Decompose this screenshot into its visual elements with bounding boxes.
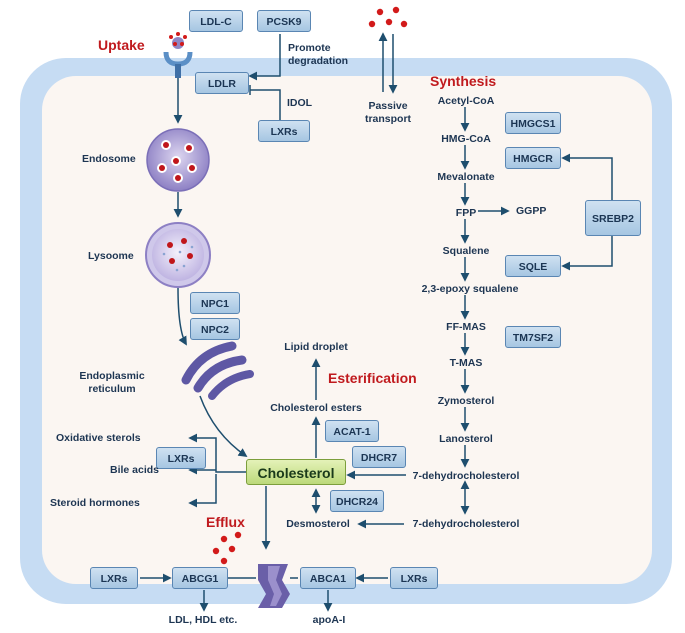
pathway-step: Squalene xyxy=(442,245,490,257)
hmgcr-box: HMGCR xyxy=(505,147,561,169)
pcsk9-box: PCSK9 xyxy=(257,10,311,32)
cholesterol-box: Cholesterol xyxy=(246,459,346,485)
lysosome-label: Lysoome xyxy=(88,250,134,262)
endosome-label: Endosome xyxy=(82,153,136,165)
lxrs-idol-box: LXRs xyxy=(258,120,310,142)
efflux-transporter-icon xyxy=(258,564,290,608)
abcg1-box: ABCG1 xyxy=(172,567,228,589)
er-label: Endoplasmic reticulum xyxy=(79,370,145,395)
npc2-box: NPC2 xyxy=(190,318,240,340)
ldl-hdl-label: LDL, HDL etc. xyxy=(168,614,238,626)
endoplasmic-reticulum-icon xyxy=(181,341,254,400)
tm7sf2-box: TM7SF2 xyxy=(505,326,561,348)
lipid-droplet-label: Lipid droplet xyxy=(284,341,348,353)
connector-lines xyxy=(140,32,613,612)
acat1-box: ACAT-1 xyxy=(325,420,379,442)
srebp2-box: SREBP2 xyxy=(585,200,641,236)
promote-degradation-label: Promote degradation xyxy=(288,42,349,67)
ldl-c-box: LDL-C xyxy=(189,10,243,32)
pathway-step: 7-dehydrocholesterol xyxy=(412,518,520,530)
dhcr24-box: DHCR24 xyxy=(330,490,384,512)
lxrs-left-box: LXRs xyxy=(156,447,206,469)
ggpp-label: GGPP xyxy=(516,205,547,217)
efflux-title: Efflux xyxy=(206,514,245,530)
synthesis-title: Synthesis xyxy=(430,73,497,89)
pathway-step: Lanosterol xyxy=(439,433,493,445)
desmosterol-label: Desmosterol xyxy=(286,518,350,530)
pathway-step: Zymosterol xyxy=(437,395,495,407)
pathway-step: Mevalonate xyxy=(437,171,495,183)
abca1-box: ABCA1 xyxy=(300,567,356,589)
pathway-step: FF-MAS xyxy=(446,321,486,333)
npc1-box: NPC1 xyxy=(190,292,240,314)
apoa1-label: apoA-I xyxy=(312,614,346,626)
cholesterol-dots-icon xyxy=(368,6,408,28)
steroid-hormones-label: Steroid hormones xyxy=(50,497,140,509)
pathway-step: 2,3-epoxy squalene xyxy=(421,283,519,295)
efflux-dots-icon xyxy=(212,531,242,565)
oxidative-sterols-label: Oxidative sterols xyxy=(56,432,141,444)
pathway-step: Acetyl-CoA xyxy=(437,95,495,107)
dhcr7-box: DHCR7 xyxy=(352,446,406,468)
lysosome-icon xyxy=(145,222,211,288)
ldlr-box: LDLR xyxy=(195,72,249,94)
sqle-box: SQLE xyxy=(505,255,561,277)
bile-acids-label: Bile acids xyxy=(110,464,160,476)
lxrs-abca1-box: LXRs xyxy=(390,567,438,589)
pathway-step: T-MAS xyxy=(449,357,483,369)
pathway-step: 7-dehydrocholesterol xyxy=(412,470,520,482)
passive-transport-label: Passive transport xyxy=(364,100,412,125)
idol-label: IDOL xyxy=(287,97,313,109)
uptake-title: Uptake xyxy=(98,37,145,53)
pathway-step: FPP xyxy=(455,207,477,219)
hmgcs1-box: HMGCS1 xyxy=(505,112,561,134)
lxrs-abcg1-box: LXRs xyxy=(90,567,138,589)
pathway-step: HMG-CoA xyxy=(441,133,491,145)
endosome-icon xyxy=(146,128,210,192)
cholesterol-esters-label: Cholesterol esters xyxy=(270,402,362,414)
esterification-title: Esterification xyxy=(328,370,417,386)
ldl-receptor-icon xyxy=(163,32,193,78)
